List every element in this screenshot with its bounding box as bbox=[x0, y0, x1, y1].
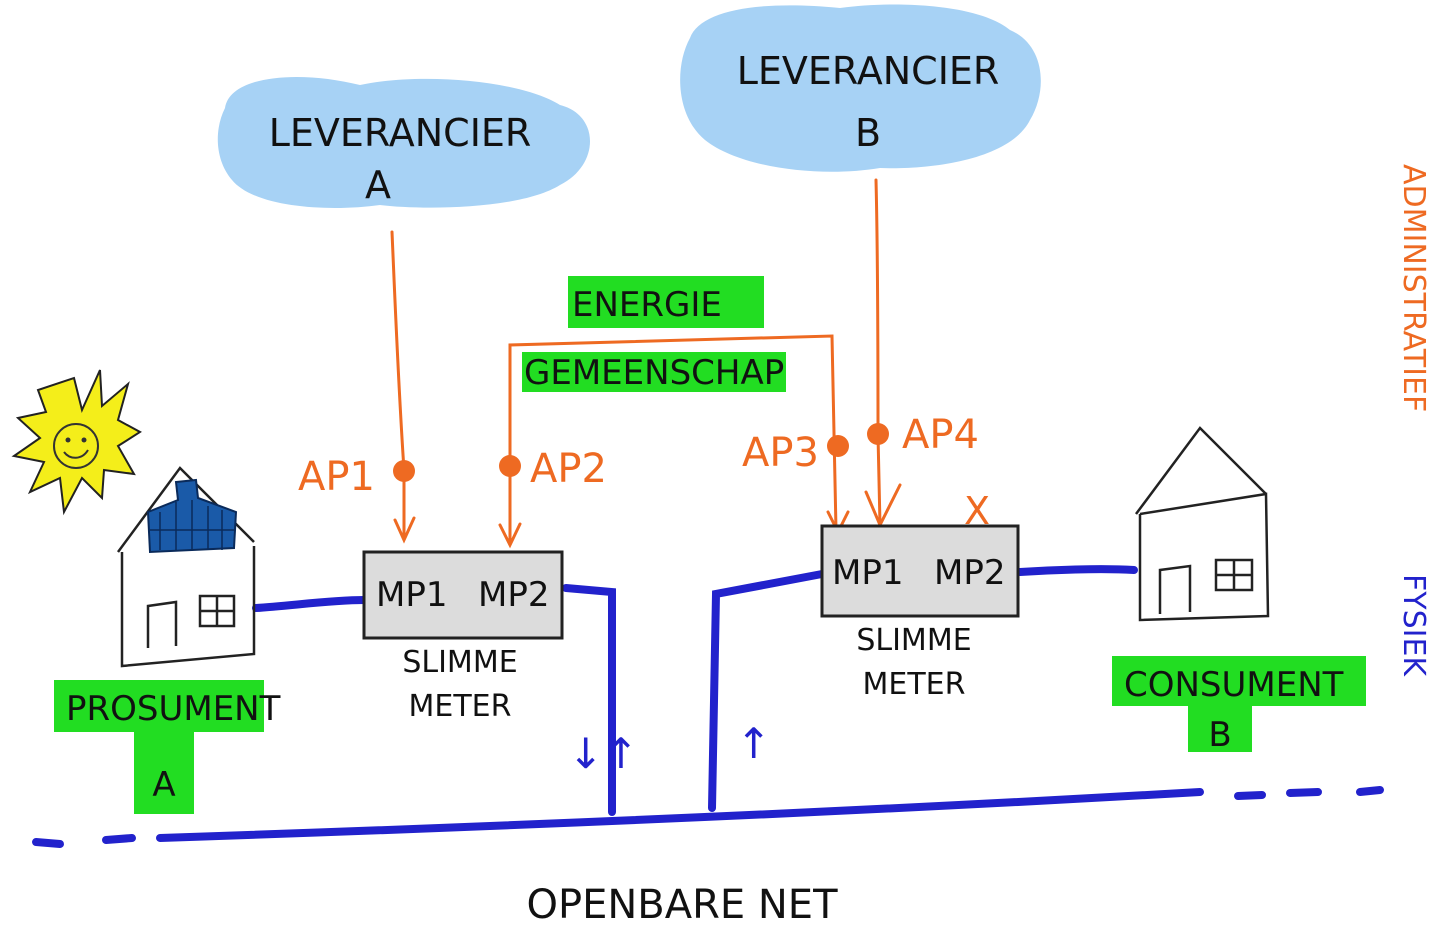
admin-line-b bbox=[874, 178, 882, 527]
ap1-point bbox=[393, 460, 415, 482]
consumer-highlight bbox=[1112, 656, 1366, 706]
prosumer-highlight bbox=[134, 730, 194, 814]
cloud-icon bbox=[680, 4, 1041, 172]
meter-a-mp1: MP1 bbox=[376, 575, 447, 615]
connection-house-a bbox=[252, 596, 368, 612]
ap4-label: AP4 bbox=[902, 412, 979, 458]
grid-branch-a bbox=[562, 584, 616, 816]
flow-arrow-bidirectional: ↓↑ bbox=[568, 729, 638, 778]
supplier-a-letter: A bbox=[365, 163, 391, 207]
side-label-administrative: ADMINISTRATIEF bbox=[1396, 164, 1431, 412]
meter-a-mp2: MP2 bbox=[478, 575, 549, 615]
grid-dash bbox=[1234, 791, 1266, 800]
smart-meter-b: MP1 MP2 bbox=[820, 524, 1020, 618]
grid-dash bbox=[1286, 788, 1322, 797]
supplier-b-title: LEVERANCIER bbox=[737, 49, 1000, 93]
community-title: ENERGIE bbox=[572, 285, 722, 325]
prosumer-letter: A bbox=[152, 765, 175, 805]
arrow-head-icon bbox=[393, 516, 416, 544]
ap1-label: AP1 bbox=[298, 454, 375, 500]
grid-dash bbox=[102, 834, 136, 844]
arrow-head-icon bbox=[498, 522, 522, 549]
admin-lines bbox=[390, 178, 902, 549]
admin-line-a bbox=[390, 230, 406, 540]
consumer-letter: B bbox=[1208, 715, 1231, 755]
solar-panel-icon bbox=[146, 478, 238, 554]
meter-b-label-line1: SLIMME bbox=[856, 623, 971, 658]
ap3-point bbox=[827, 435, 849, 457]
public-grid bbox=[32, 565, 1384, 848]
supplier-b-letter: B bbox=[855, 111, 881, 155]
meter-a-label-line2: METER bbox=[409, 689, 512, 724]
connection-house-b bbox=[1016, 565, 1138, 576]
meter-b-label-line2: METER bbox=[863, 667, 966, 702]
grid-branch-b bbox=[708, 570, 826, 812]
grid-dash bbox=[1356, 786, 1384, 796]
meter-b-mp2: MP2 bbox=[934, 553, 1005, 593]
sun-icon bbox=[11, 369, 142, 516]
supplier-a-title: LEVERANCIER bbox=[269, 111, 532, 155]
ap3-label: AP3 bbox=[742, 430, 819, 476]
prosumer-highlight bbox=[54, 680, 264, 732]
grid-main-line bbox=[156, 788, 1204, 842]
public-grid-label: OPENBARE NET bbox=[526, 882, 838, 928]
arrow-head-icon bbox=[864, 483, 902, 529]
community-highlight bbox=[522, 352, 786, 392]
cloud-icon bbox=[217, 76, 590, 209]
flow-arrow-up: ↑ bbox=[736, 719, 771, 768]
prosumer-title: PROSUMENT bbox=[66, 689, 281, 729]
ap4-point bbox=[867, 423, 889, 445]
meter-a-label-line1: SLIMME bbox=[402, 645, 517, 680]
ap2-label: AP2 bbox=[530, 446, 607, 492]
community-subtitle: GEMEENSCHAP bbox=[524, 353, 784, 393]
smart-meter-a: MP1 MP2 bbox=[362, 550, 564, 640]
ap2-point bbox=[499, 455, 521, 477]
community-highlight bbox=[568, 276, 764, 328]
house-icon bbox=[1134, 426, 1270, 622]
consumer-highlight bbox=[1188, 704, 1252, 752]
community-bracket bbox=[508, 334, 838, 544]
meter-b-mp1: MP1 bbox=[832, 553, 903, 593]
side-label-physical: FYSIEK bbox=[1396, 574, 1431, 677]
grid-dash bbox=[32, 838, 64, 848]
consumer-title: CONSUMENT bbox=[1124, 665, 1344, 705]
meter-b-mp2-cross-mark: X bbox=[964, 489, 990, 533]
